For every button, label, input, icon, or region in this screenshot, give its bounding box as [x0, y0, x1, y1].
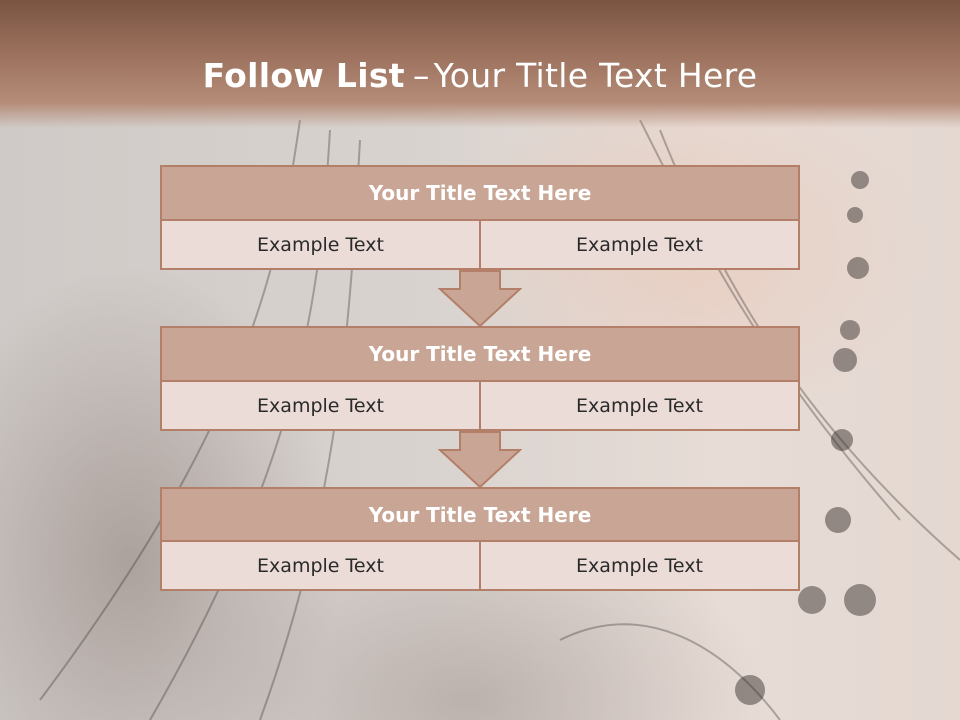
list-block-1: Your Title Text Here Example Text Exampl…	[160, 165, 800, 270]
block-cell-right: Example Text	[481, 382, 800, 431]
slide-title-bold: Follow List	[202, 56, 405, 95]
block-cell-left: Example Text	[160, 221, 481, 270]
down-arrow-icon	[438, 431, 522, 489]
block-cell-left: Example Text	[160, 542, 481, 591]
down-arrow-icon	[438, 270, 522, 328]
title-bar	[0, 0, 960, 128]
list-block-3: Your Title Text Here Example Text Exampl…	[160, 487, 800, 591]
block-title: Your Title Text Here	[160, 487, 800, 542]
block-cell-left: Example Text	[160, 382, 481, 431]
block-cell-right: Example Text	[481, 542, 800, 591]
slide-title: Follow List–Your Title Text Here	[0, 56, 960, 95]
list-block-2: Your Title Text Here Example Text Exampl…	[160, 326, 800, 431]
slide-title-separator: –	[412, 56, 430, 95]
block-row: Example Text Example Text	[160, 382, 800, 431]
block-cell-right: Example Text	[481, 221, 800, 270]
block-row: Example Text Example Text	[160, 542, 800, 591]
block-title: Your Title Text Here	[160, 326, 800, 382]
block-row: Example Text Example Text	[160, 221, 800, 270]
block-title: Your Title Text Here	[160, 165, 800, 221]
slide-title-rest: Your Title Text Here	[433, 56, 758, 95]
